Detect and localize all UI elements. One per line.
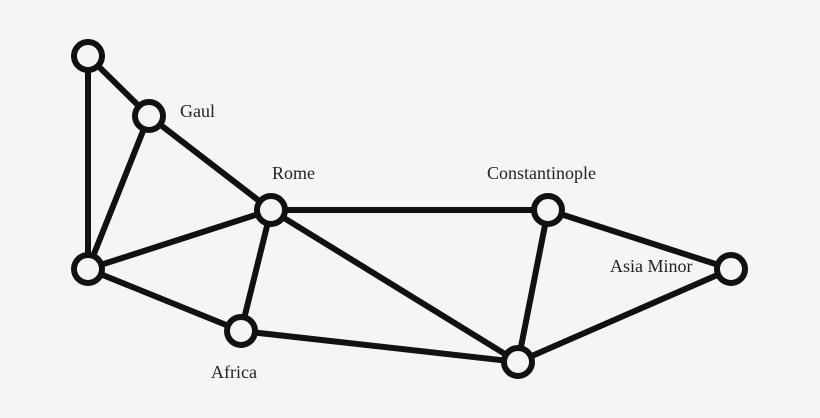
edge-rome-africa bbox=[238, 207, 274, 334]
node-asia-minor bbox=[714, 252, 748, 286]
node-top-left bbox=[71, 39, 105, 73]
edge-gaul-rome bbox=[146, 113, 274, 213]
edge-rome-n3 bbox=[268, 207, 521, 365]
edge-constantinople-n3 bbox=[515, 207, 551, 365]
label-asia-minor: Asia Minor bbox=[610, 256, 693, 276]
label-constantinople: Constantinople bbox=[487, 163, 596, 183]
edge-n2-africa bbox=[85, 266, 244, 334]
nodes bbox=[71, 39, 748, 379]
labels: Gaul Rome Constantinople Asia Minor Afri… bbox=[180, 101, 693, 382]
edge-africa-n3 bbox=[238, 328, 521, 365]
node-left bbox=[71, 252, 105, 286]
node-rome bbox=[254, 193, 288, 227]
edge-n2-rome bbox=[85, 207, 274, 272]
node-constantinople bbox=[531, 193, 565, 227]
node-africa bbox=[224, 314, 258, 348]
label-gaul: Gaul bbox=[180, 101, 215, 121]
node-gaul bbox=[132, 99, 166, 133]
node-bottom bbox=[501, 345, 535, 379]
label-rome: Rome bbox=[272, 163, 315, 183]
edge-asia-minor-n3 bbox=[515, 266, 734, 365]
edges bbox=[85, 53, 734, 365]
label-africa: Africa bbox=[211, 362, 257, 382]
edge-gaul-n2 bbox=[85, 113, 152, 272]
edge-constantinople-asia-minor bbox=[545, 207, 734, 272]
